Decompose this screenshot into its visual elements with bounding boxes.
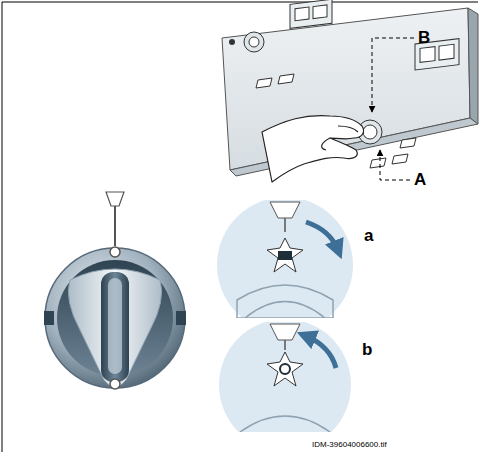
part-letter: B	[418, 28, 430, 48]
inset-turn-clockwise	[217, 200, 353, 318]
file-reference: IDM-39604006600.tif	[312, 440, 387, 449]
part-letter: A	[414, 170, 426, 190]
knob-front-view	[44, 192, 186, 389]
leader-lines	[372, 38, 414, 180]
step-letter: b	[362, 340, 372, 360]
inset-turn-counterclockwise	[219, 322, 351, 432]
step-letter: a	[364, 226, 373, 246]
hand	[262, 116, 364, 182]
